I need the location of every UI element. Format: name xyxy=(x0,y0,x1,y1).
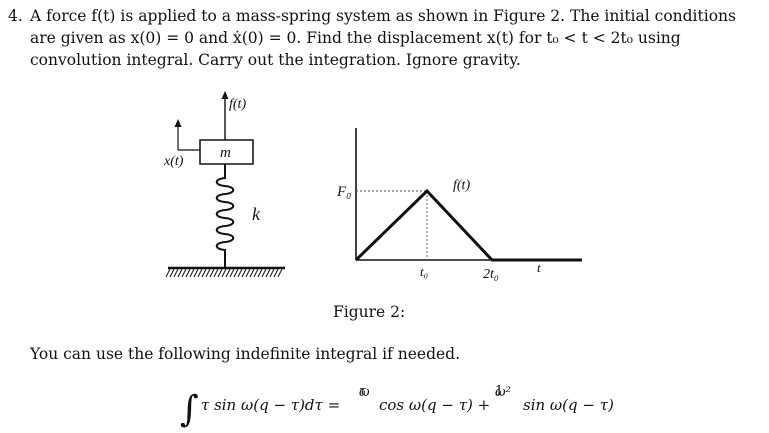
force-label: f(t) xyxy=(229,97,246,112)
mass-label: m xyxy=(220,145,231,161)
ground-hatch-stroke xyxy=(277,268,283,278)
displacement-label: x(t) xyxy=(163,154,184,169)
tick-label-t0: t₀ xyxy=(420,264,428,279)
sine-term: sin ω(q − τ) xyxy=(523,396,614,414)
ground-hatch-stroke xyxy=(217,268,223,278)
ground-hatch-stroke xyxy=(185,268,191,278)
ground-hatch-stroke xyxy=(245,268,251,278)
ground-hatch-stroke xyxy=(265,268,271,278)
displacement-arrow-head xyxy=(174,119,182,127)
cosine-term: cos ω(q − τ) + xyxy=(379,396,491,414)
peak-label: F₀ xyxy=(336,184,351,200)
ground-hatch-stroke xyxy=(273,268,279,278)
ground-hatch-stroke xyxy=(253,268,259,278)
spring-coil xyxy=(215,164,235,268)
ground-hatch-stroke xyxy=(237,268,243,278)
integrand: τ sin ω(q − τ)dτ = xyxy=(201,396,341,414)
problem-number: 4. xyxy=(8,7,23,25)
integral-equation: τ sin ω(q − τ)dτ = τ ω cos ω(q − τ) + 1 … xyxy=(175,382,635,432)
ground-hatch-stroke xyxy=(249,268,255,278)
fraction-2-numerator: 1 xyxy=(495,384,504,399)
spring-label: k xyxy=(252,204,261,224)
force-curve xyxy=(354,188,582,262)
ground-hatch-stroke xyxy=(221,268,227,278)
tick-label-2t0: 2t₀ xyxy=(483,267,499,282)
ground-hatch-stroke xyxy=(165,268,171,278)
problem-line-1: A force f(t) is applied to a mass-spring… xyxy=(30,7,736,25)
axis-label-t: t xyxy=(537,260,541,275)
mass-block xyxy=(199,139,254,165)
fraction-2-denominator: ω² xyxy=(495,385,511,400)
ground-hatch-stroke xyxy=(241,268,247,278)
integral-sign: ∫ xyxy=(180,389,199,430)
ground-hatch-stroke xyxy=(169,268,175,278)
ground-hatch-stroke xyxy=(229,268,235,278)
ground-hatch-stroke xyxy=(213,268,219,278)
force-arrow-head xyxy=(221,91,229,99)
curve-label: f(t) xyxy=(453,178,470,193)
ground-hatch-stroke xyxy=(181,268,187,278)
mass-spring-diagram: f(t) m x(t) k xyxy=(163,91,285,278)
fraction-1-numerator: τ xyxy=(359,384,367,399)
problem-line-3: convolution integral. Carry out the inte… xyxy=(30,51,521,69)
ground-hatch-stroke xyxy=(197,268,203,278)
ground-hatch-stroke xyxy=(233,268,239,278)
ground-hatch xyxy=(165,268,283,278)
figure-caption: Figure 2: xyxy=(333,303,406,321)
ground-hatch-stroke xyxy=(177,268,183,278)
ground-hatch-stroke xyxy=(209,268,215,278)
problem-line-2: are given as x(0) = 0 and ẋ(0) = 0. Find… xyxy=(30,29,681,47)
ground-hatch-stroke xyxy=(225,268,231,278)
integral-hint: You can use the following indefinite int… xyxy=(30,345,461,363)
ground-hatch-stroke xyxy=(189,268,195,278)
ground-hatch-stroke xyxy=(201,268,207,278)
ground-hatch-stroke xyxy=(257,268,263,278)
force-plot: F₀ f(t) t₀ 2t₀ t xyxy=(336,128,582,282)
ground-hatch-stroke xyxy=(261,268,267,278)
fraction-1-denominator: ω xyxy=(359,385,370,400)
ground-hatch-stroke xyxy=(193,268,199,278)
ground-hatch-stroke xyxy=(205,268,211,278)
ground-hatch-stroke xyxy=(173,268,179,278)
ground-hatch-stroke xyxy=(269,268,275,278)
